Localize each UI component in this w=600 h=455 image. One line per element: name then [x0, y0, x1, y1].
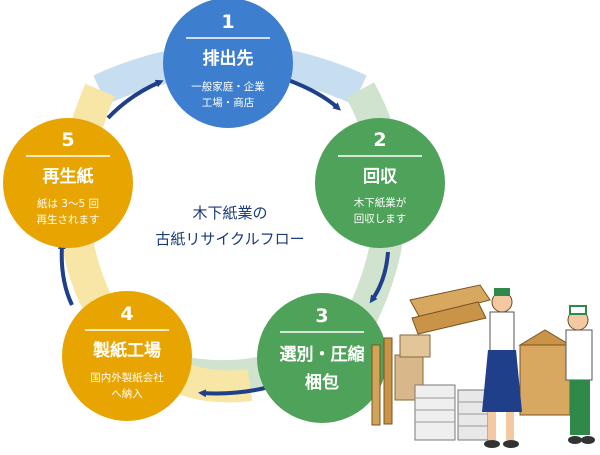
step-3-title-line2: 梱包 [305, 372, 339, 393]
arrow-5-to-1 [106, 79, 164, 120]
step-1-title: 排出先 [203, 48, 254, 69]
step-2-number: 2 [373, 129, 386, 151]
step-3-number: 3 [315, 305, 328, 327]
step-2-circle [315, 118, 445, 248]
step-4-circle [62, 291, 192, 421]
step-5-desc-line1: 紙は 3〜5 回 [37, 197, 99, 210]
step-3-circle [257, 293, 387, 423]
step-4: 4 製紙工場 国内外製紙会社 へ納入 [62, 291, 192, 421]
worker-2-icon [565, 305, 595, 444]
center-title-line2: 古紙リサイクルフロー [155, 230, 304, 248]
arrow-3-to-4 [198, 386, 266, 398]
step-5-title: 再生紙 [43, 166, 94, 187]
step-1: 1 排出先 一般家庭・企業 工場・商店 [163, 0, 293, 128]
step-5-circle [3, 118, 133, 248]
step-2-desc-line2: 回収します [354, 213, 407, 225]
center-title-line1: 木下紙業の [192, 204, 267, 222]
step-5: 5 再生紙 紙は 3〜5 回 再生されます [3, 118, 133, 248]
flow-arrows [57, 78, 390, 398]
step-2-desc-line1: 木下紙業が [354, 196, 407, 209]
arrow-2-to-3 [369, 251, 390, 304]
step-1-number: 1 [221, 11, 234, 33]
paper-bundles-icon [394, 334, 489, 441]
arrow-1-to-2 [287, 78, 341, 111]
step-3-title: 選別・圧縮 [280, 344, 365, 365]
step-4-desc-line1: 国内外製紙会社 [90, 371, 164, 384]
step-4-number: 4 [120, 303, 133, 325]
worker-1-icon [482, 288, 522, 448]
step-4-desc-line2: へ納入 [111, 387, 143, 400]
step-1-circle [163, 0, 293, 128]
step-1-desc-line1: 一般家庭・企業 [191, 80, 265, 93]
workers-illustration [371, 284, 595, 448]
step-5-desc-line2: 再生されます [37, 213, 100, 226]
step-5-number: 5 [61, 129, 74, 151]
step-1-desc-line2: 工場・商店 [202, 96, 255, 109]
cardboard-pile-icon [371, 284, 572, 426]
arrow-4-to-5 [57, 241, 74, 306]
step-4-title: 製紙工場 [92, 340, 161, 361]
step-2-title: 回収 [363, 167, 398, 187]
step-3: 3 選別・圧縮 梱包 [257, 293, 387, 423]
step-2: 2 回収 木下紙業が 回収します [315, 118, 445, 248]
